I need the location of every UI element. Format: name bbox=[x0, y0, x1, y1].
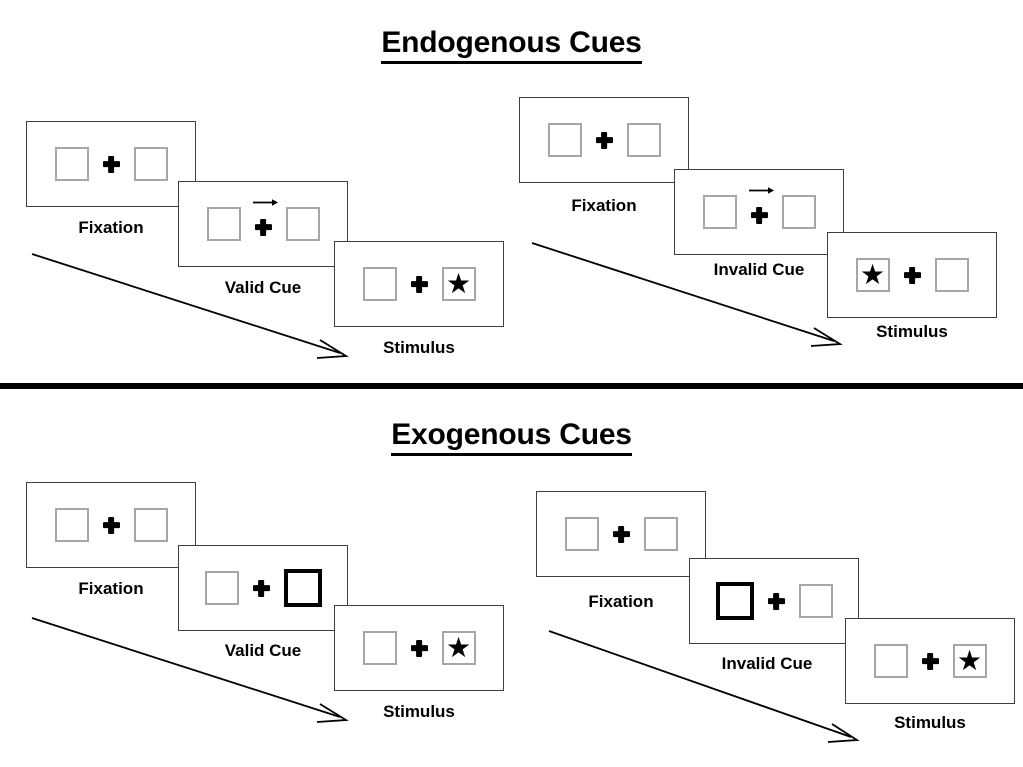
panel-endogenous-invalid-fixation bbox=[519, 97, 689, 183]
panel-exogenous-invalid-stimulus: ★ bbox=[845, 618, 1015, 704]
stimulus-box-right-cued bbox=[283, 569, 322, 607]
stimulus-box-right bbox=[934, 258, 969, 292]
caption-endogenous-invalid-cue: Invalid Cue bbox=[713, 260, 805, 279]
cue-arrow-right-icon bbox=[253, 199, 278, 206]
stimulus-box-left-with-target: ★ bbox=[855, 258, 890, 292]
caption-endogenous-invalid-fixation: Fixation bbox=[571, 196, 637, 215]
caption-exogenous-valid-stimulus: Stimulus bbox=[383, 702, 455, 721]
stimulus-box-left bbox=[204, 571, 239, 605]
stimulus-box-right bbox=[133, 508, 168, 542]
stimulus-box-right bbox=[133, 147, 168, 181]
fixation-cross-icon bbox=[103, 156, 120, 173]
stimulus-box-left bbox=[362, 267, 397, 301]
panel-endogenous-invalid-stimulus: ★ bbox=[827, 232, 997, 318]
panel-exogenous-valid-fixation bbox=[26, 482, 196, 568]
stimulus-box-left bbox=[702, 195, 737, 229]
stimulus-box-left-cued bbox=[715, 582, 754, 620]
stimulus-box-right bbox=[781, 195, 816, 229]
panel-exogenous-invalid-cue bbox=[689, 558, 859, 644]
fixation-cross-icon bbox=[255, 219, 272, 236]
target-star-icon: ★ bbox=[859, 258, 886, 291]
panel-endogenous-valid-fixation bbox=[26, 121, 196, 207]
stimulus-box-right-with-target: ★ bbox=[441, 631, 476, 665]
stimulus-box-right bbox=[643, 517, 678, 551]
fixation-cross-icon bbox=[922, 653, 939, 670]
section-divider bbox=[0, 383, 1023, 389]
fixation-cross-icon bbox=[904, 267, 921, 284]
caption-endogenous-valid-fixation: Fixation bbox=[78, 218, 144, 237]
flow-arrow-endogenous-invalid bbox=[531, 242, 843, 347]
stimulus-box-left bbox=[54, 147, 89, 181]
caption-exogenous-valid-fixation: Fixation bbox=[78, 579, 144, 598]
panel-exogenous-invalid-fixation bbox=[536, 491, 706, 577]
target-star-icon: ★ bbox=[445, 267, 472, 300]
stimulus-box-left bbox=[54, 508, 89, 542]
caption-exogenous-invalid-stimulus: Stimulus bbox=[894, 713, 966, 732]
stimulus-box-left bbox=[206, 207, 241, 241]
panel-endogenous-valid-cue bbox=[178, 181, 348, 267]
panel-exogenous-valid-cue bbox=[178, 545, 348, 631]
stimulus-box-right-with-target: ★ bbox=[441, 267, 476, 301]
caption-exogenous-invalid-fixation: Fixation bbox=[588, 592, 654, 611]
section-title-endogenous-text: Endogenous Cues bbox=[381, 26, 642, 64]
fixation-cross-icon bbox=[253, 580, 270, 597]
stimulus-box-left bbox=[564, 517, 599, 551]
stimulus-box-left bbox=[547, 123, 582, 157]
stimulus-box-right bbox=[285, 207, 320, 241]
fixation-cross-icon bbox=[411, 276, 428, 293]
stimulus-box-right bbox=[626, 123, 661, 157]
panel-endogenous-valid-stimulus: ★ bbox=[334, 241, 504, 327]
section-title-endogenous: Endogenous Cues bbox=[0, 26, 1023, 64]
stimulus-box-right-with-target: ★ bbox=[952, 644, 987, 678]
stimulus-box-left bbox=[362, 631, 397, 665]
fixation-cross-icon bbox=[768, 593, 785, 610]
fixation-cross-icon bbox=[596, 132, 613, 149]
target-star-icon: ★ bbox=[445, 631, 472, 664]
stimulus-box-right bbox=[798, 584, 833, 618]
fixation-cross-icon bbox=[103, 517, 120, 534]
section-title-exogenous: Exogenous Cues bbox=[0, 418, 1023, 456]
cue-arrow-right-icon bbox=[749, 187, 774, 194]
fixation-cross-icon bbox=[613, 526, 630, 543]
caption-endogenous-invalid-stimulus: Stimulus bbox=[876, 322, 948, 341]
fixation-cross-icon bbox=[751, 207, 768, 224]
panel-exogenous-valid-stimulus: ★ bbox=[334, 605, 504, 691]
panel-endogenous-invalid-cue bbox=[674, 169, 844, 255]
fixation-cross-icon bbox=[411, 640, 428, 657]
caption-endogenous-valid-cue: Valid Cue bbox=[224, 278, 302, 297]
section-title-exogenous-text: Exogenous Cues bbox=[391, 418, 632, 456]
caption-exogenous-invalid-cue: Invalid Cue bbox=[721, 654, 813, 673]
stimulus-box-left bbox=[873, 644, 908, 678]
caption-endogenous-valid-stimulus: Stimulus bbox=[383, 338, 455, 357]
target-star-icon: ★ bbox=[956, 644, 983, 677]
caption-exogenous-valid-cue: Valid Cue bbox=[224, 641, 302, 660]
